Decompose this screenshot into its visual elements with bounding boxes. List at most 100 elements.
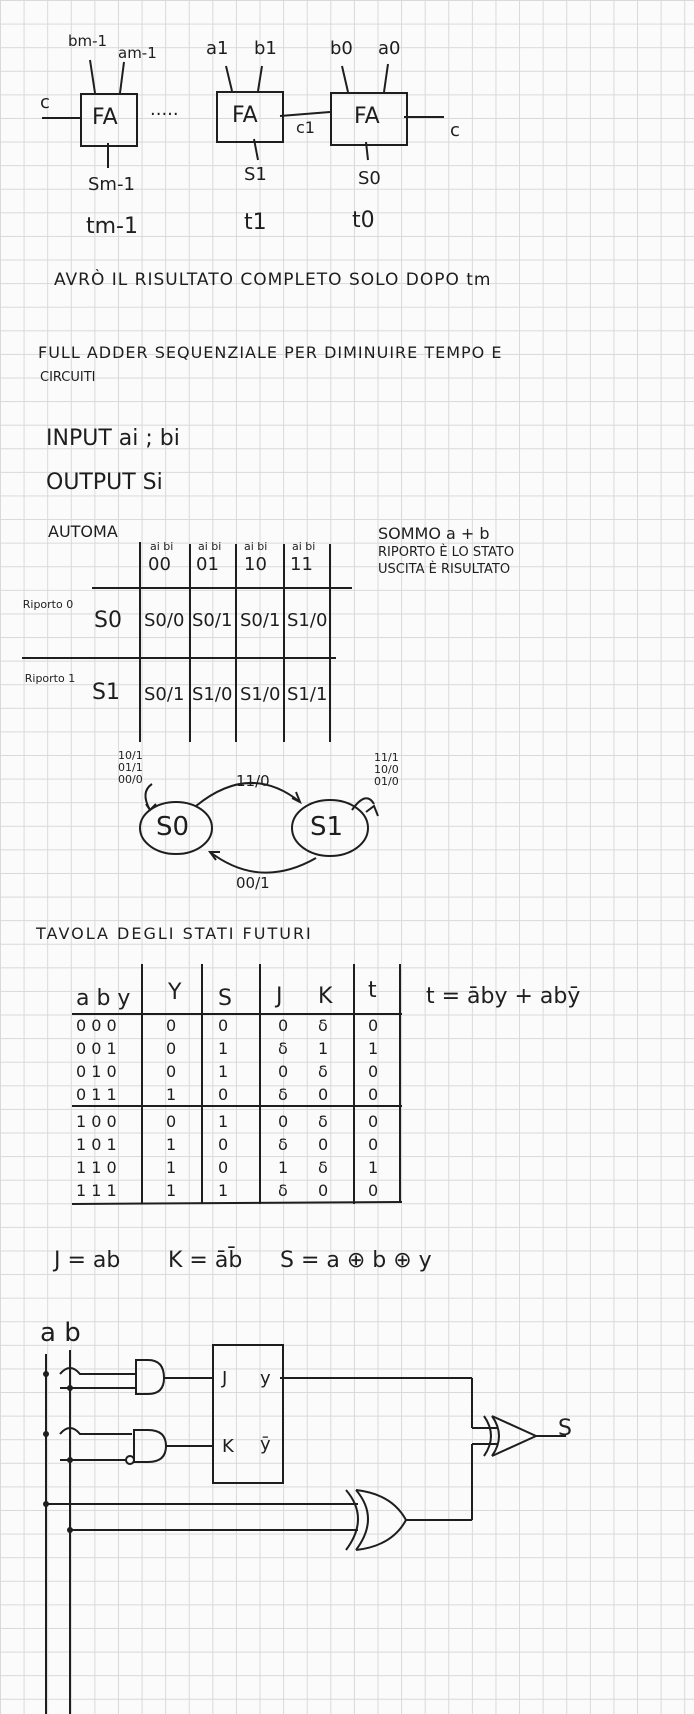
input-am1: am-1 [118,44,157,62]
automa-cell: S1/0 [192,684,233,705]
note-seq-title-1: FULL ADDER SEQUENZIALE PER DIMINUIRE TEM… [38,343,503,362]
future-table-cell: δ [278,1135,288,1154]
eq-s: S = a ⊕ b ⊕ y [280,1248,432,1273]
loop-label: 01/1 [118,761,143,774]
future-table-cell: 0 [368,1135,379,1154]
future-table-cell: 0 [278,1112,289,1131]
side-note-line: SOMMO a + b [378,524,490,543]
note-output: OUTPUT Si [46,470,163,495]
future-table-cell: 0 [166,1112,177,1131]
fa-label: FA [354,104,380,129]
future-table-cell: 1 [218,1062,229,1081]
future-table-cell: 0 1 0 [76,1062,117,1081]
eq-j: J = ab [54,1248,121,1273]
future-table-cell: 0 [218,1158,229,1177]
sum-0: S0 [358,168,381,189]
ff-y: y [260,1368,271,1389]
future-table-cell: 1 1 1 [76,1181,117,1200]
future-table-cell: 0 [368,1062,379,1081]
future-table-cell: 0 [318,1181,329,1200]
header-J: J [276,984,283,1009]
future-table-cell: 0 [166,1016,177,1035]
future-table-cell: 0 [218,1016,229,1035]
fa-label: FA [92,105,118,130]
note-result: AVRÒ IL RISULTATO COMPLETO SOLO DOPO tm [54,270,492,290]
edge-s0-s1: 11/0 [236,772,270,790]
future-table-cell: 0 [368,1085,379,1104]
future-table-cell: 1 [166,1158,177,1177]
riporto-label: Riporto 0 [22,598,74,611]
carry-right: c [450,120,460,141]
automa-grid-lines [22,542,352,742]
automa-label: AUTOMA [48,522,118,541]
future-table-cell: 0 [318,1085,329,1104]
future-table-cell: 1 [166,1181,177,1200]
col-head-val: 11 [290,554,313,575]
future-table-cell: 0 [218,1135,229,1154]
col-head-val: 00 [148,554,171,575]
state-diagram-graphics [139,782,379,874]
future-table-cell: 1 0 0 [76,1112,117,1131]
circuit-wiring [43,1350,566,1714]
future-table-cell: 0 [218,1085,229,1104]
automa-cell: S0/1 [240,610,281,631]
future-table-cell: 1 [218,1039,229,1058]
time-m1: tm-1 [86,214,138,239]
side-note-line: USCITA È RISULTATO [378,562,511,577]
sum-m1: Sm-1 [88,174,135,195]
chain-dots: ····· [150,104,179,125]
fa-label: FA [232,103,258,128]
edge-s1-s0: 00/1 [236,874,270,892]
adder-wires [42,59,444,168]
col-head-top: ai bi [150,540,174,553]
future-table-cell: δ [318,1158,328,1177]
future-table-cell: 0 [368,1181,379,1200]
future-table-cell: 0 [368,1016,379,1035]
loop-label: 11/1 [374,751,399,764]
future-table-cell: 1 1 0 [76,1158,117,1177]
future-table-cell: 0 [166,1039,177,1058]
loop-label: 01/0 [374,775,399,788]
future-table-cell: 1 [166,1085,177,1104]
future-table-cell: 1 [218,1112,229,1131]
future-table-cell: 1 0 1 [76,1135,117,1154]
header-t: t [368,978,377,1003]
future-table-cell: 0 [278,1062,289,1081]
future-table-lines [71,964,403,1205]
automa-cell: S1/0 [240,684,281,705]
col-head-top: ai bi [292,540,316,553]
header-Y: Y [168,980,182,1005]
circuit-output: S [558,1416,572,1441]
col-head-top: ai bi [244,540,268,553]
col-head-val: 10 [244,554,267,575]
state-s0: S0 [156,812,190,842]
s0-loop-labels: 10/1 01/1 00/0 [118,750,143,786]
automa-side-note: SOMMO a + b RIPORTO È LO STATO USCITA È … [378,524,514,577]
future-table-cell: 1 [318,1039,329,1058]
input-a0: a0 [378,38,401,59]
note-input: INPUT ai ; bi [46,426,180,451]
state-s1: S1 [310,812,344,842]
fa-block-1: FA [216,91,284,143]
future-table-cell: 1 [368,1039,379,1058]
future-table-cell: δ [318,1016,328,1035]
t-formula: t = āby + abȳ [426,984,581,1009]
note-seq-title-2: CIRCUITI [40,370,96,385]
future-table-cell: 0 0 1 [76,1039,117,1058]
fa-block-0: FA [330,92,408,146]
carry-mid: c1 [296,118,315,137]
automa-cell: S1/0 [287,610,328,631]
state-label: S0 [94,608,122,633]
ff-k: K [222,1436,234,1457]
future-table-cell: δ [278,1085,288,1104]
automa-cell: S1/1 [287,684,328,705]
sum-1: S1 [244,164,267,185]
input-a1: a1 [206,38,229,59]
carry-left: c [40,92,50,113]
input-bm1: bm-1 [68,32,108,50]
future-table-cell: 1 [218,1181,229,1200]
col-head-val: 01 [196,554,219,575]
eq-k: K = āb̄ [168,1248,243,1273]
future-table-cell: 1 [368,1158,379,1177]
future-table-title: TAVOLA DEGLI STATI FUTURI [36,924,313,943]
